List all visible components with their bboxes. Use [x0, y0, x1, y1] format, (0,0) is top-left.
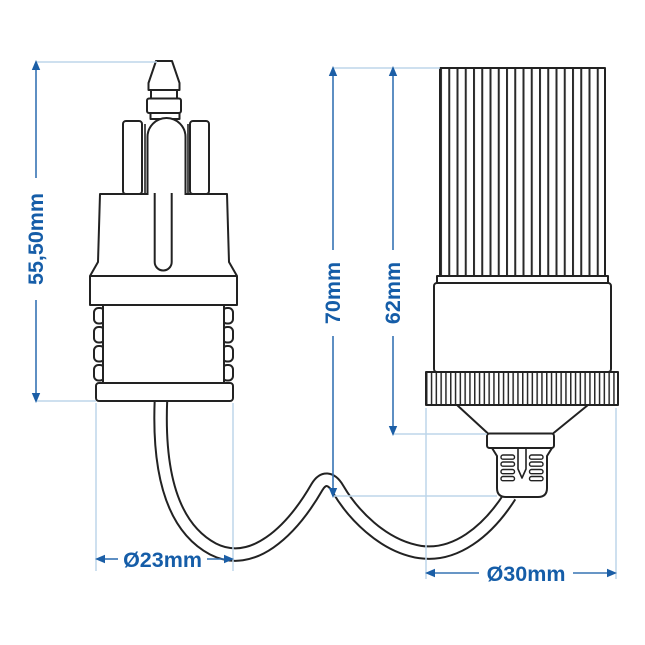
- socket-body: [433, 282, 612, 373]
- socket-knurled-ring: [425, 371, 619, 406]
- socket-band: [436, 275, 609, 284]
- plug-left-wing: [122, 120, 143, 195]
- plug-bottom-flange: [95, 382, 234, 402]
- dimension-lines: [35, 68, 609, 574]
- dimension-arrows: [31, 60, 617, 578]
- dimension-label-plug-diameter: Ø23mm: [123, 548, 202, 572]
- extension-lines: [36, 61, 617, 579]
- plug-center-shaft: [153, 193, 173, 272]
- plug-tip-neck: [150, 89, 178, 100]
- dimension-labels: 55,50mm 70mm 62mm Ø23mm Ø30mm: [24, 193, 565, 586]
- dimension-label-socket-total-height: 70mm: [321, 262, 345, 324]
- socket-drawing: [425, 67, 619, 498]
- plug-lower-body: [102, 304, 225, 384]
- dimension-label-socket-diameter: Ø30mm: [487, 562, 566, 586]
- plug-side-bumps: [93, 307, 234, 382]
- socket-taper: [456, 404, 589, 435]
- plug-tip: [147, 60, 181, 91]
- cable-drawing: [153, 398, 517, 562]
- socket-cap: [486, 432, 555, 449]
- plug-drawing: [89, 60, 238, 402]
- dimension-label-plug-height: 55,50mm: [24, 193, 48, 285]
- cable-outline: [153, 398, 517, 562]
- strain-relief-vents: [500, 454, 544, 482]
- plug-center-dome: [146, 117, 187, 195]
- socket-ribbed-shell: [439, 67, 606, 277]
- cable-inner: [155, 398, 515, 560]
- plug-tip-ring: [146, 97, 182, 114]
- plug-right-wing: [189, 120, 210, 195]
- dimension-label-socket-body-height: 62mm: [381, 262, 405, 324]
- strain-relief-tongue: [517, 449, 527, 479]
